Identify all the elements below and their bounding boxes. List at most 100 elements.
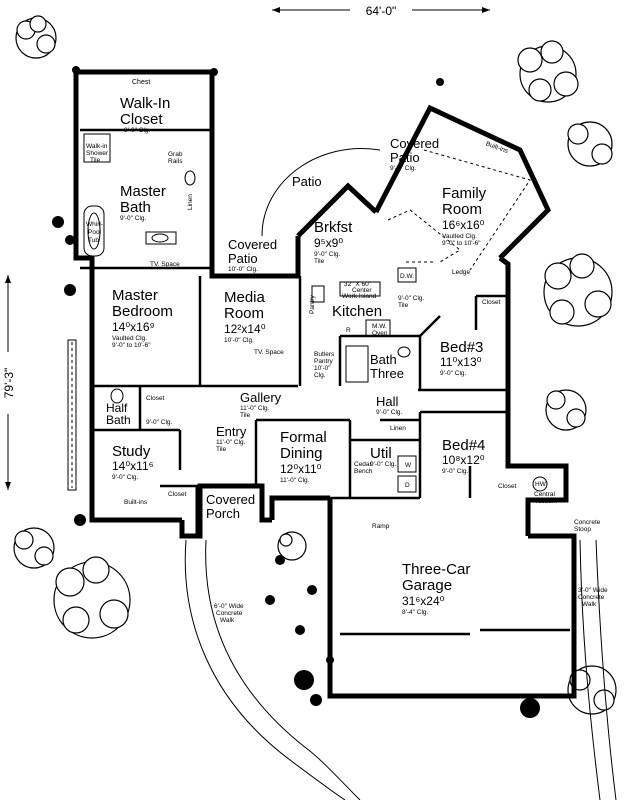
svg-text:8'-4" Clg.: 8'-4" Clg. xyxy=(402,609,429,616)
svg-text:Vaulted Clg.: Vaulted Clg. xyxy=(112,335,147,342)
svg-text:32" X 60": 32" X 60" xyxy=(344,281,372,288)
svg-text:Whirl-: Whirl- xyxy=(86,221,103,228)
breakfast-nook: Brkfst 9⁵x9⁰ 9'-0" Clg. Tile xyxy=(314,219,353,265)
side-walk xyxy=(579,539,617,800)
svg-text:Tile: Tile xyxy=(90,157,101,164)
covered-patio-1: Covered Patio 10'-0" Clg. xyxy=(228,237,277,273)
svg-text:9'-0" Clg.: 9'-0" Clg. xyxy=(390,165,417,172)
butlers-pantry: Butlers Pantry 10'-0" Clg. xyxy=(314,351,335,379)
overall-width-dimension: 64'-0" xyxy=(272,2,490,18)
bath-three: Bath Three xyxy=(370,352,404,381)
svg-text:10'-0" Clg.: 10'-0" Clg. xyxy=(228,266,258,273)
master-bedroom: Master Bedroom 14⁰x16⁹ Vaulted Clg. 9'-0… xyxy=(112,287,173,349)
tv-space-master-label: TV. Space xyxy=(150,261,180,268)
center-island: 32" X 60" Center Work Island xyxy=(342,281,377,300)
svg-text:Shower: Shower xyxy=(86,150,109,157)
svg-text:Tile: Tile xyxy=(216,446,227,453)
svg-text:11'-0" Clg.: 11'-0" Clg. xyxy=(280,477,310,484)
svg-text:Tile: Tile xyxy=(398,302,409,309)
overall-width-label: 64'-0" xyxy=(366,4,397,18)
dishwasher-label: D.W. xyxy=(400,273,414,280)
svg-text:Center: Center xyxy=(352,287,372,294)
svg-text:Bedroom: Bedroom xyxy=(112,303,173,320)
central-vacuum: Central Vacuum xyxy=(534,491,557,505)
svg-text:Covered: Covered xyxy=(390,136,439,151)
svg-text:Concrete: Concrete xyxy=(216,610,243,617)
svg-text:Walk: Walk xyxy=(220,617,235,624)
svg-text:12²x14⁰: 12²x14⁰ xyxy=(224,322,266,336)
svg-text:Concrete: Concrete xyxy=(578,594,605,601)
svg-text:9'-0" Clg.: 9'-0" Clg. xyxy=(398,295,425,302)
svg-text:Concrete: Concrete xyxy=(574,519,601,526)
svg-text:14⁰x11⁶: 14⁰x11⁶ xyxy=(112,459,154,473)
svg-text:Stoop: Stoop xyxy=(574,526,591,533)
entry: Entry 11'-0" Clg. Tile xyxy=(216,424,247,453)
svg-text:Tile: Tile xyxy=(314,258,325,265)
svg-text:Bed#4: Bed#4 xyxy=(442,437,485,454)
svg-text:11⁰x13⁰: 11⁰x13⁰ xyxy=(440,355,482,369)
svg-text:31⁶x24⁰: 31⁶x24⁰ xyxy=(402,594,445,608)
svg-text:10'-0": 10'-0" xyxy=(314,365,331,372)
tree-icon xyxy=(517,40,579,103)
svg-text:14⁰x16⁹: 14⁰x16⁹ xyxy=(112,320,155,334)
svg-text:9⁵x9⁰: 9⁵x9⁰ xyxy=(314,236,343,250)
hall: Hall 9'-0" Clg. xyxy=(376,394,403,416)
whirlpool-tub: Whirl- Pool Tub xyxy=(86,221,103,244)
svg-text:Brkfst: Brkfst xyxy=(314,219,353,236)
svg-text:9'-0" to 10'-6": 9'-0" to 10'-6" xyxy=(112,342,151,349)
svg-text:Covered: Covered xyxy=(228,237,277,252)
svg-text:Garage: Garage xyxy=(402,577,452,594)
svg-text:M.W.: M.W. xyxy=(372,323,387,330)
patio-arc xyxy=(261,148,381,237)
svg-text:9'-0" Clg.: 9'-0" Clg. xyxy=(376,409,403,416)
landscape-shrubs xyxy=(52,66,540,718)
svg-text:10⁸x12⁰: 10⁸x12⁰ xyxy=(442,453,485,467)
ledge-label: Ledge xyxy=(452,269,470,276)
svg-text:Pool: Pool xyxy=(88,229,102,236)
closet-bed3-label: Closet xyxy=(482,299,501,306)
svg-text:Pantry: Pantry xyxy=(314,358,334,365)
svg-text:Clg.: Clg. xyxy=(314,372,326,379)
svg-text:Tub: Tub xyxy=(88,237,99,244)
walk-in-closet-name-2: Closet xyxy=(120,111,163,128)
utility: Util 9'-0" Clg. xyxy=(370,445,397,468)
svg-text:Cedar: Cedar xyxy=(354,461,373,468)
kitchen-name: Kitchen xyxy=(332,303,382,320)
svg-text:Vaulted Clg.: Vaulted Clg. xyxy=(442,233,477,240)
closet-study-label: Closet xyxy=(168,491,187,498)
svg-text:Walk-in: Walk-in xyxy=(86,143,108,150)
overall-depth-label: 79'-3" xyxy=(2,368,16,399)
svg-text:9'-0" to 10'-6": 9'-0" to 10'-6" xyxy=(442,240,481,247)
svg-text:12⁰x11⁰: 12⁰x11⁰ xyxy=(280,462,322,476)
bed-3: Bed#3 11⁰x13⁰ 9'-0" Clg. xyxy=(440,339,483,377)
svg-text:Room: Room xyxy=(442,201,482,218)
overall-depth-dimension: 79'-3" xyxy=(0,275,16,490)
fixtures xyxy=(80,133,548,493)
svg-text:11'-0" Clg.: 11'-0" Clg. xyxy=(240,405,270,412)
svg-text:Dining: Dining xyxy=(280,445,323,462)
svg-text:Butlers: Butlers xyxy=(314,351,335,358)
tree-icon xyxy=(545,389,587,431)
svg-text:Bench: Bench xyxy=(354,468,373,475)
linen-hall-label: Linen xyxy=(390,425,406,432)
svg-text:9'-0" Clg.: 9'-0" Clg. xyxy=(370,461,397,468)
side-walk-label: 3'-0" Wide Concrete Walk xyxy=(578,587,608,608)
svg-text:Porch: Porch xyxy=(206,506,240,521)
svg-text:Oven: Oven xyxy=(372,330,388,337)
cedar-bench: Cedar Bench xyxy=(354,461,373,475)
svg-text:6'-0" Wide: 6'-0" Wide xyxy=(214,603,244,610)
svg-text:Three-Car: Three-Car xyxy=(402,561,470,578)
built-ins-study-label: Built-ins xyxy=(124,499,148,506)
tree-icon xyxy=(53,556,131,639)
svg-text:9'-0" Clg.: 9'-0" Clg. xyxy=(442,468,469,475)
tree-icon xyxy=(543,253,613,327)
tree-icon xyxy=(567,121,613,167)
master-bath: Master Bath 9'-0" Clg. xyxy=(120,183,166,222)
svg-text:Room: Room xyxy=(224,305,264,322)
tree-icon xyxy=(277,531,307,561)
half-bath: Half Bath xyxy=(106,401,131,427)
svg-text:Media: Media xyxy=(224,289,266,306)
svg-text:Three: Three xyxy=(370,366,404,381)
svg-text:Formal: Formal xyxy=(280,429,327,446)
svg-text:11'-0" Clg.: 11'-0" Clg. xyxy=(216,439,246,446)
